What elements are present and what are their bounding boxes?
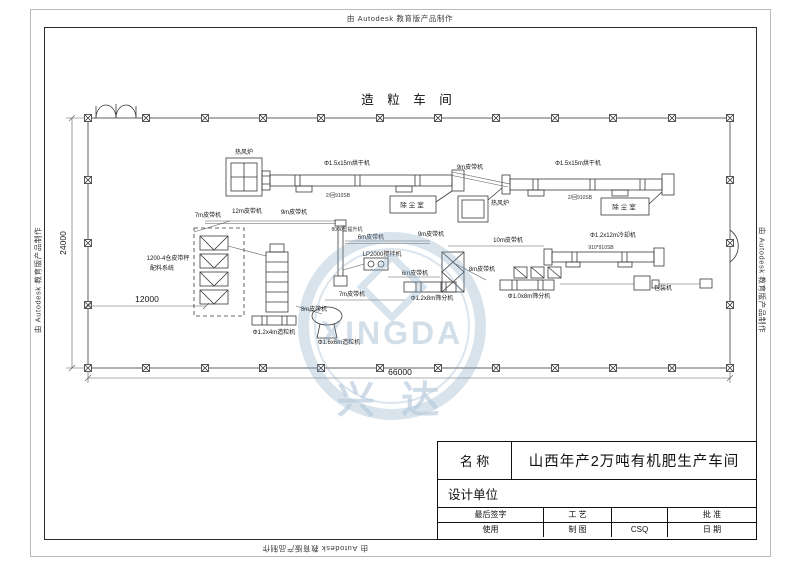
label-belt-9m-top: 9m皮带机 [457,163,483,171]
sheet-border-outer [30,9,771,557]
belt-9m-top-shape [449,171,511,188]
label-hot-furnace-2: 热风炉 [491,199,509,207]
label-belt-7m-a: 7m皮带机 [195,211,221,219]
label-dryer-1: Φ1.5x15m烘干机 [324,159,370,167]
dimension-lines [66,114,734,383]
dim-12000: 12000 [135,294,159,304]
label-belt-12m: 12m皮带机 [232,207,262,215]
granulator-1-shape [251,243,297,326]
conveyor-lines [193,220,700,315]
label-belt-7m-b: 7m皮带机 [339,290,365,298]
autodesk-banner-right: 由 Autodesk 教育版产品制作 [757,226,767,334]
autodesk-banner-bottom: 由 Autodesk 教育版产品制作 [261,544,369,553]
dust-room-2-shape [600,191,663,216]
label-belt-10m: 10m皮带机 [493,236,523,244]
final-sign-label: 最后签字 [438,508,544,523]
title-block-row-name: 名 称 山西年产2万吨有机肥生产车间 [438,442,756,480]
x-frame-tower-shape [441,251,465,293]
label-packaging: 包装机 [654,284,672,292]
label-belt-9m-c: 9m皮带机 [418,230,444,238]
label-granulator-2: Φ1.6x6m造粒机 [318,338,360,346]
project-name: 山西年产2万吨有机肥生产车间 [528,454,740,470]
label-batching-line1: 1200-4仓皮带秤 [147,254,190,262]
elevator-shape [333,219,348,287]
hot-furnace-2-shape [457,187,503,223]
mixer-shape [363,257,389,271]
label-screen-1: Φ1.2x8m筛分机 [411,294,453,302]
drafter-value: CSQ [612,522,668,537]
label-dryer-1-model: 2/回910SB [326,193,351,199]
label-dryer-2-model: 2/回910SB [568,195,593,201]
building-outline [87,104,739,369]
label-elevator: 8000型提升机 [331,226,362,233]
column-markers [84,114,734,372]
use-label: 使用 [438,522,544,537]
label-cooler-model: 910*910SB [588,245,614,251]
screen-1-shape [403,281,457,293]
dryer-2-shape [501,173,675,197]
dust-room-1-shape [389,190,453,214]
process-label: 工 艺 [544,508,612,523]
title-block: 名 称 山西年产2万吨有机肥生产车间 设计单位 最后签字 工 艺 批 准 使用 … [437,441,757,540]
screen-2-shape [499,279,555,291]
label-granulator-1: Φ1.2x4m造粒机 [253,328,295,336]
design-unit-label: 设计单位 [448,488,499,502]
batching-system-boundary [193,227,245,317]
date-label: 日 期 [702,525,722,535]
product-bins-shape [513,266,562,279]
workshop-title: 造 粒 车 间 [361,92,456,107]
sheet-border-inner [44,27,757,540]
drafting-label: 制 图 [544,522,612,537]
signature-grid: 最后签字 工 艺 批 准 使用 制 图 CSQ 日 期 [438,508,756,537]
autodesk-banner-left: 由 Autodesk 教育版产品制作 [33,226,43,334]
label-mixer: LP2000搅拌机 [363,250,402,258]
label-belt-8m-b: 8m皮带机 [301,305,327,313]
pan-granulator-shape [311,306,343,339]
label-batching-line2: 配料系统 [150,264,174,272]
label-cooler: Φ1.2x12m冷却机 [590,231,636,239]
dim-24000: 24000 [58,231,68,255]
dim-66000: 66000 [388,367,412,377]
cooler-shape [543,247,665,268]
label-hot-furnace-1: 热风炉 [235,148,253,156]
design-unit-row: 设计单位 [438,480,756,508]
label-screen-2: Φ1.0x8m筛分机 [508,292,550,300]
label-dryer-2: Φ1.5x15m烘干机 [555,159,601,167]
name-label: 名 称 [438,442,512,479]
label-dust-room-2: 除尘室 [612,202,638,211]
packaging-machine-shape [633,275,713,291]
autodesk-banner-top: 由 Autodesk 教育版产品制作 [346,14,454,23]
dryer-1-shape [261,169,465,193]
label-belt-9m-b: 9m皮带机 [281,208,307,216]
approve-label: 批 准 [668,508,756,523]
label-belt-6m-a: 6m皮带机 [358,233,384,241]
label-belt-6m-b: 6m皮带机 [402,269,428,277]
label-dust-room-1: 除尘室 [400,200,426,209]
label-belt-8m-a: 8m皮带机 [469,265,495,273]
process-value-cell [612,508,668,523]
batching-bins-shape [199,235,229,305]
